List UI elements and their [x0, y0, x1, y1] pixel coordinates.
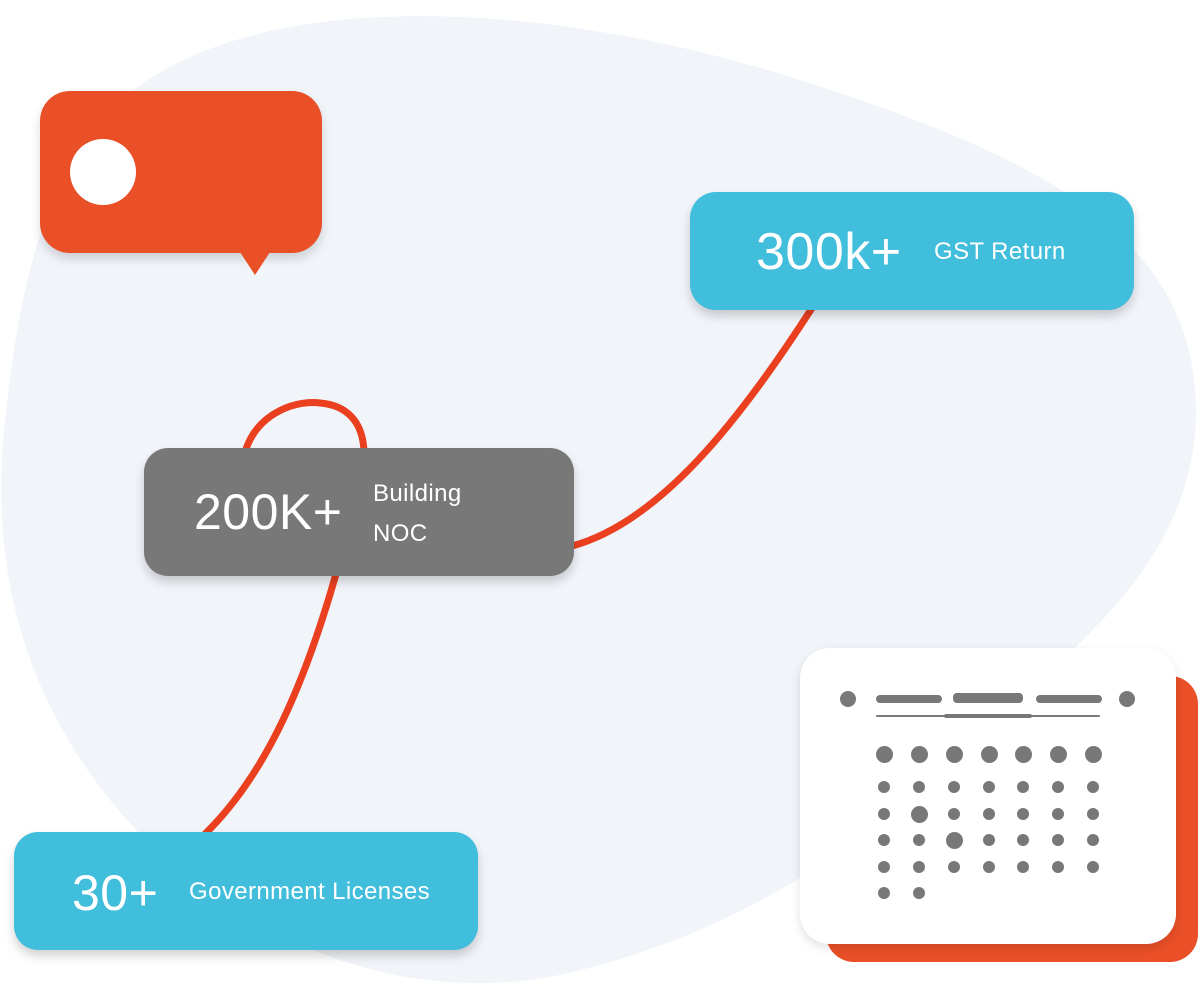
calendar-day-dot	[1017, 861, 1029, 873]
calendar-day-dot	[1052, 834, 1064, 846]
calendar-weekday-dot	[980, 745, 998, 763]
calendar-day-dot	[878, 808, 890, 820]
calendar-day-dot	[983, 808, 995, 820]
calendar-day-dot	[948, 781, 960, 793]
calendar-weekday-dot	[910, 745, 928, 763]
calendar-weekday-dot	[1049, 745, 1067, 763]
calendar-weekday-dot	[875, 745, 893, 763]
calendar-header-bar	[1036, 695, 1102, 703]
building-noc-label-line1: Building	[373, 480, 462, 507]
connector-noc-gst	[568, 304, 816, 550]
calendar-weekday-dot	[1014, 745, 1032, 763]
government-licenses-card: 30+ Government Licenses	[14, 832, 478, 950]
gst-return-label: GST Return	[934, 238, 1066, 265]
calendar-day-dot	[983, 781, 995, 793]
building-noc-card: 200K+ Building NOC	[144, 448, 574, 576]
calendar-day-dot	[1052, 861, 1064, 873]
calendar-header-bar	[953, 693, 1023, 703]
building-noc-label-line2: NOC	[373, 520, 428, 547]
calendar-day-dot	[1052, 808, 1064, 820]
building-noc-count: 200K+	[194, 484, 343, 540]
calendar-day-dot	[878, 834, 890, 846]
calendar-day-dot	[948, 808, 960, 820]
calendar-day-dot	[1087, 808, 1099, 820]
calendar-next-dot	[1119, 691, 1135, 707]
calendar-day-dot	[1087, 781, 1099, 793]
chat-bubble-tail	[238, 249, 272, 275]
calendar-day-dot	[913, 781, 925, 793]
chat-bubble-dot	[70, 139, 136, 205]
government-licenses-label: Government Licenses	[189, 878, 431, 905]
calendar-header-bar	[876, 695, 942, 703]
calendar-day-dot	[1087, 834, 1099, 846]
calendar-day-dot	[910, 805, 928, 823]
calendar-day-dot	[1017, 834, 1029, 846]
calendar-day-dot	[878, 887, 890, 899]
gst-return-count: 300k+	[756, 223, 902, 281]
calendar-day-dot	[948, 861, 960, 873]
calendar-day-dot	[983, 861, 995, 873]
gst-return-card: 300k+ GST Return	[690, 192, 1134, 310]
calendar-day-dot	[1017, 808, 1029, 820]
calendar-prev-dot	[840, 691, 856, 707]
calendar-day-dot	[945, 831, 963, 849]
calendar-day-dot	[878, 781, 890, 793]
calendar-day-dot	[913, 861, 925, 873]
calendar-day-dot	[1052, 781, 1064, 793]
calendar-day-dot	[913, 887, 925, 899]
connector-loop	[241, 399, 368, 456]
calendar-day-dot	[1017, 781, 1029, 793]
government-licenses-count: 30+	[72, 865, 159, 921]
chat-bubble-icon	[40, 91, 322, 275]
calendar-icon	[800, 648, 1176, 944]
calendar-weekday-dot	[945, 745, 963, 763]
calendar-day-dot	[1087, 861, 1099, 873]
calendar-day-dot	[913, 834, 925, 846]
connector-noc-licenses	[201, 570, 340, 838]
calendar-weekday-dot	[1084, 745, 1102, 763]
calendar-day-dot	[983, 834, 995, 846]
calendar-day-dot	[878, 861, 890, 873]
calendar-divider-highlight	[944, 714, 1032, 718]
